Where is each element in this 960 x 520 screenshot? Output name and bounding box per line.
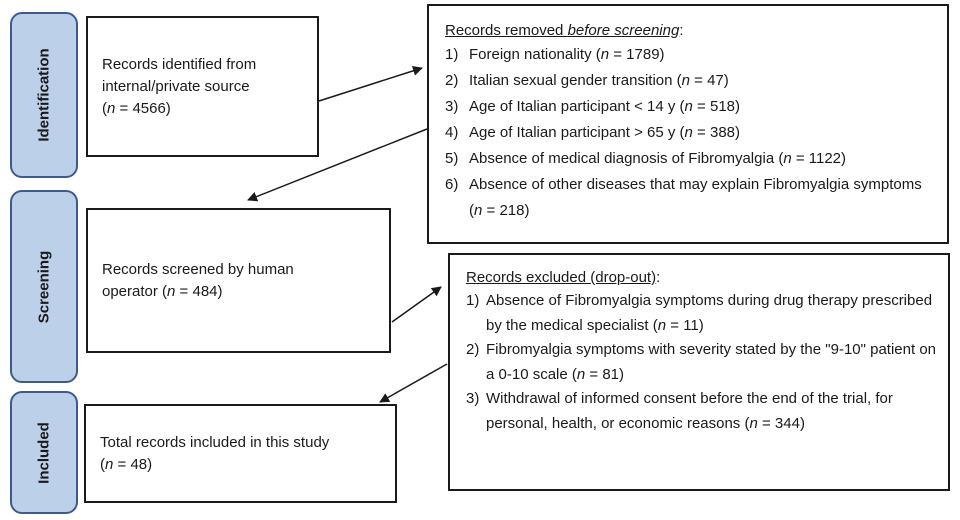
records-screened-line2: operator (n = 484) [102,282,223,300]
criterion-item: 3) Withdrawal of informed consent before … [466,387,938,436]
records-excluded-box: Records excluded (drop-out): 1) Absence o… [448,253,950,491]
criterion-count: = 344) [757,414,805,432]
records-excluded-heading: Records excluded (drop-out): [466,269,661,286]
records-included-count: (n = 48) [100,455,153,473]
criterion-text: Withdrawal of informed consent before th… [486,390,893,432]
criterion-count: = 218) [482,202,530,219]
arrow-identified-to-removed [318,65,423,102]
criterion-item: 1) Absence of Fibromyalgia symptoms durin… [466,289,938,338]
criterion-item: 2) Italian sexual gender transition (n = … [445,68,937,94]
criterion-n-label: n [576,365,586,383]
criterion-text: Age of Italian participant > 65 y ( [469,124,685,141]
criterion-number: 6) [445,176,459,193]
criterion-text: Italian sexual gender transition ( [469,72,682,89]
criterion-count: = 1789) [609,46,665,63]
records-excluded-list: 1) Absence of Fibromyalgia symptoms durin… [466,289,938,436]
criterion-text: Age of Italian participant < 14 y ( [469,98,685,115]
criterion-n-label: n [681,72,690,89]
criterion-count: = 388) [692,124,741,141]
criterion-n-label: n [600,46,610,63]
criterion-number: 5) [445,150,459,167]
criterion-n-label: n [684,98,693,115]
criterion-n-label: n [474,202,483,219]
criterion-n-label: n [783,150,792,167]
criterion-number: 2) [445,72,459,89]
criterion-text: Foreign nationality ( [469,46,601,63]
records-identified-box: Records identified from internal/private… [86,16,319,157]
records-screened-line1: Records screened by human [102,260,294,278]
records-included-line1: Total records included in this study [100,433,330,451]
criterion-number: 1) [466,292,480,309]
criterion-item: 4) Age of Italian participant > 65 y (n =… [445,120,937,146]
criterion-text: Absence of medical diagnosis of Fibromya… [469,150,784,167]
criterion-number: 3) [466,390,480,407]
criterion-count: = 11) [666,316,704,334]
criterion-n-label: n [684,124,693,141]
criterion-n-label: n [749,414,758,432]
records-removed-box: Records removed before screening: 1) Fore… [427,4,949,244]
arrow-removed-to-screened [247,128,428,202]
criterion-number: 4) [445,124,459,141]
criterion-item: 2) Fibromyalgia symptoms with severity st… [466,338,938,387]
criterion-number: 2) [466,341,480,358]
criterion-text: Absence of Fibromyalgia symptoms during … [486,292,933,334]
criterion-count: = 518) [692,98,741,115]
criterion-number: 3) [445,98,459,115]
criterion-number: 1) [445,46,459,63]
criterion-item: 1) Foreign nationality (n = 1789) [445,42,937,68]
stage-included: Included [10,391,78,514]
criterion-item: 5) Absence of medical diagnosis of Fibrom… [445,146,937,172]
stage-identification: Identification [10,12,78,178]
criterion-count: = 47) [689,72,729,89]
arrow-screened-to-excluded [391,286,442,323]
criterion-n-label: n [657,316,667,334]
criterion-text: Absence of other diseases that may expla… [469,176,922,219]
criterion-count: = 81) [585,365,625,383]
criterion-count: = 1122) [791,150,847,167]
stage-screening: Screening [10,190,78,383]
arrow-excluded-to-included [379,363,448,403]
criterion-item: 3) Age of Italian participant < 14 y (n =… [445,94,937,120]
records-identified-line2: internal/private source [102,77,250,95]
records-screened-box: Records screened by human operator (n = … [86,208,391,353]
records-removed-list: 1)Foreign nationality (n = 1789)2)Italia… [445,42,937,224]
criterion-text: Fibromyalgia symptoms with severity stat… [486,341,937,383]
criterion-item: 6) Absence of other diseases that may exp… [445,172,937,224]
records-removed-heading: Records removed before screening: [445,22,684,39]
records-identified-count: (n = 4566) [102,99,171,117]
records-included-box: Total records included in this study (n … [84,404,397,503]
records-identified-line1: Records identified from [102,55,257,73]
